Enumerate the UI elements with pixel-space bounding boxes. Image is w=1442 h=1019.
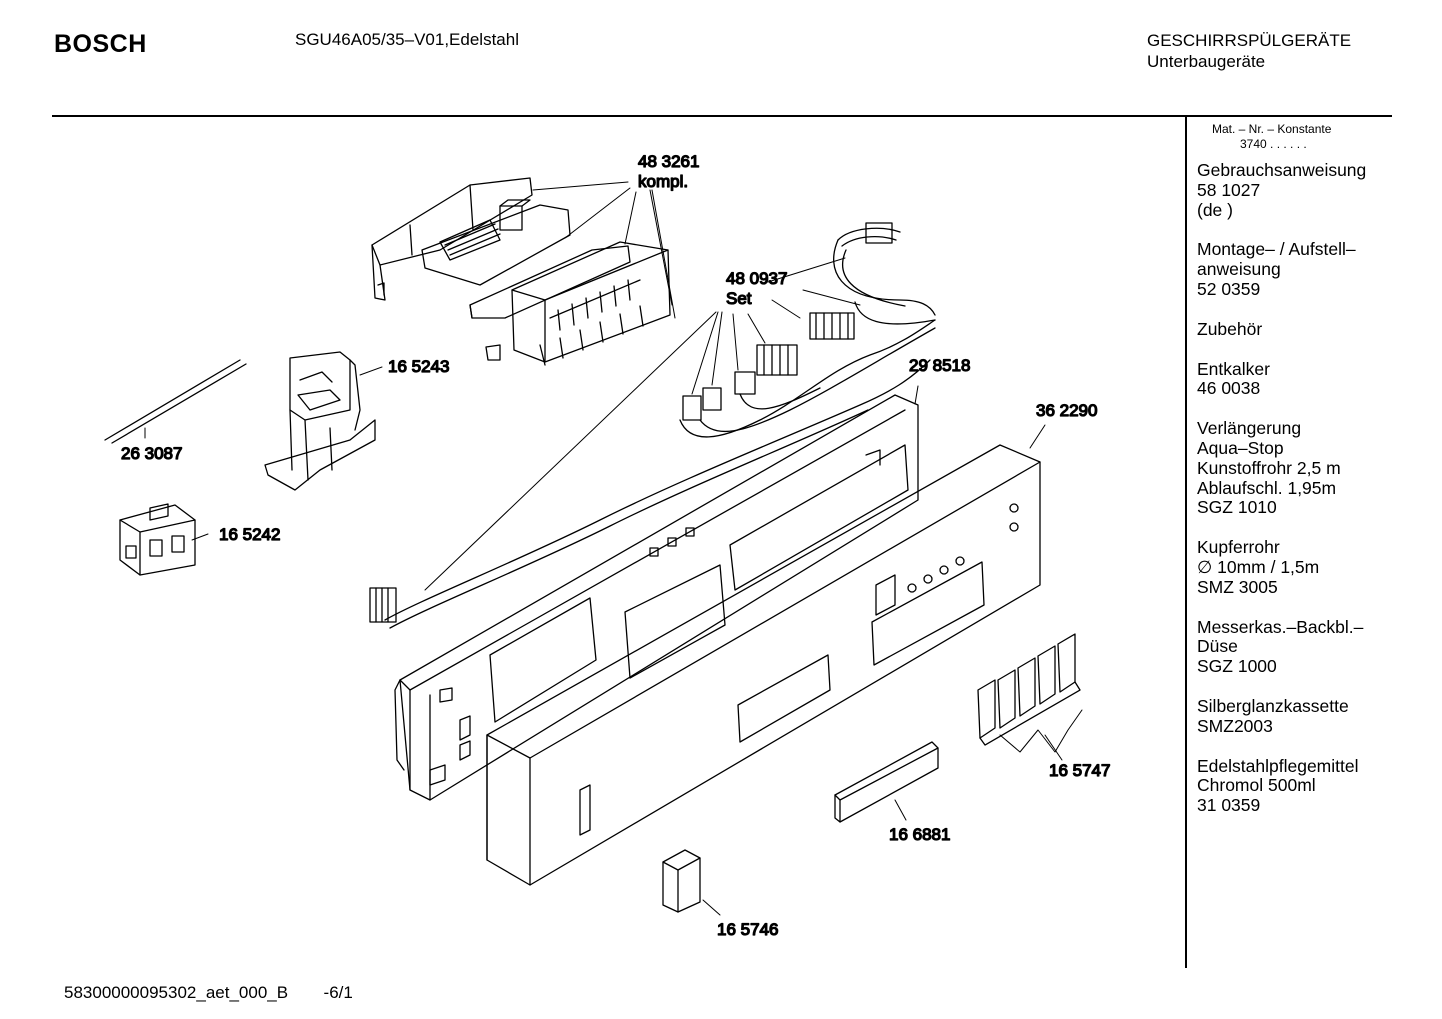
material-constant: Mat. – Nr. – Konstante 3740 . . . . . . [1212, 122, 1331, 152]
part-label-165242: 16 5242 [219, 525, 280, 544]
leader-lines [144, 181, 1083, 916]
accessory-line: Kunstoffrohr 2,5 m [1197, 457, 1341, 478]
accessory-line: Chromol 500ml [1197, 775, 1316, 796]
front-panel-part [486, 444, 1041, 886]
accessory-line: Ablaufschl. 1,95m [1197, 477, 1337, 498]
bracket-part [264, 351, 376, 491]
accessory-line: SMZ2003 [1197, 715, 1273, 736]
accessory-line: Kupferrohr [1197, 537, 1280, 558]
cap-part [662, 849, 701, 913]
accessory-line: Verlängerung [1197, 418, 1302, 439]
part-label-165747: 16 5747 [1049, 761, 1110, 780]
part-label-165746: 16 5746 [717, 920, 778, 939]
page-number: -6/1 [323, 983, 353, 1002]
switch-part [119, 503, 196, 576]
accessory-line: SGZ 1010 [1197, 497, 1277, 518]
accessory-line: Düse [1197, 636, 1238, 657]
accessory-line: 52 0359 [1197, 278, 1261, 299]
control-module-part [371, 177, 671, 366]
document-id: 58300000095302_aet_000_B [64, 983, 289, 1002]
wiring-harness-part [369, 222, 936, 629]
button-set-part [977, 633, 1081, 746]
part-label-165243: 16 5243 [388, 357, 449, 376]
category-line-2: Unterbaugeräte [1147, 52, 1266, 71]
accessory-line: Silberglanzkassette [1197, 695, 1349, 716]
part-label-480937: 48 0937 [726, 269, 787, 288]
category-line-1: GESCHIRRSPÜLGERÄTE [1147, 31, 1352, 50]
handle-strip-part [834, 741, 939, 823]
rod-part [104, 359, 247, 444]
accessory-line: Montage– / Aufstell– [1197, 239, 1356, 260]
accessory-line: Edelstahlpflegemittel [1197, 755, 1359, 776]
sidebar-divider [1185, 115, 1187, 968]
accessory-block: Zubehör [1197, 318, 1366, 340]
accessory-line: Entkalker [1197, 358, 1270, 379]
part-note-480937: Set [726, 289, 752, 308]
frame-part [394, 394, 919, 801]
brand-logo: BOSCH [54, 30, 147, 58]
accessory-line: 31 0359 [1197, 795, 1261, 816]
accessory-line: ∅ 10mm / 1,5m [1197, 556, 1320, 577]
part-label-298518: 29 8518 [909, 356, 970, 375]
accessory-line: Gebrauchsanweisung [1197, 160, 1367, 180]
constant-label: Mat. – Nr. – Konstante [1212, 122, 1332, 136]
document-footer: 58300000095302_aet_000_B -6/1 [64, 983, 353, 1003]
part-note-483261: kompl. [638, 172, 688, 191]
category-heading: GESCHIRRSPÜLGERÄTE Unterbaugeräte [1147, 30, 1351, 72]
accessory-line: (de ) [1197, 199, 1233, 220]
accessory-line: Aqua–Stop [1197, 437, 1284, 458]
accessory-line: anweisung [1197, 259, 1281, 280]
accessory-line: Messerkas.–Backbl.– [1197, 616, 1364, 637]
accessory-line: 58 1027 [1197, 179, 1261, 200]
model-title: SGU46A05/35–V01,Edelstahl [295, 30, 519, 49]
part-label-483261: 48 3261 [638, 152, 699, 171]
part-label-166881: 16 6881 [889, 825, 950, 844]
part-label-362290: 36 2290 [1036, 401, 1097, 420]
header-divider [52, 115, 1392, 117]
accessory-line: Zubehör [1197, 318, 1263, 339]
accessory-line: SMZ 3005 [1197, 576, 1278, 597]
constant-value: 3740 . . . . . . [1240, 137, 1307, 151]
part-label-263087: 26 3087 [121, 444, 182, 463]
accessory-line: SGZ 1000 [1197, 656, 1277, 677]
accessory-line: 46 0038 [1197, 378, 1261, 399]
